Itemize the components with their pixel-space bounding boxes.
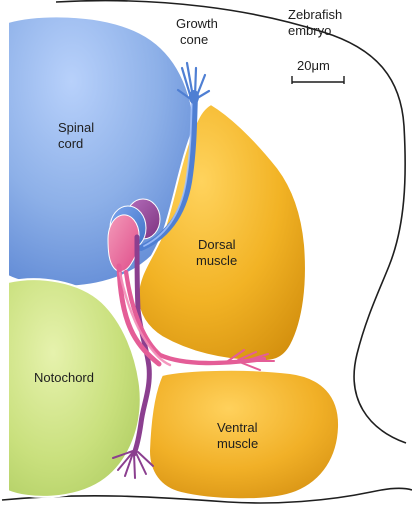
scale-bar-label: 20μm: [297, 58, 330, 73]
spinal-cord-label-line-1: Spinal: [58, 120, 94, 135]
ventral-muscle-label: Ventral muscle: [217, 420, 261, 451]
dorsal-muscle-label-line-2: muscle: [196, 253, 237, 268]
zebrafish-embryo-label-line-2: embryo: [288, 23, 331, 38]
growth-cone-label-line-2: cone: [180, 32, 208, 47]
notochord: [8, 279, 141, 497]
ventral-muscle-label-line-1: Ventral: [217, 420, 258, 435]
dorsal-muscle-label-line-1: Dorsal: [198, 237, 236, 252]
zebrafish-embryo-label-line-1: Zebrafish: [288, 7, 342, 22]
spinal-cord-label-line-2: cord: [58, 136, 83, 151]
growth-cone-label-line-1: Growth: [176, 16, 218, 31]
zebrafish-embryo-label: Zebrafish embryo: [288, 7, 346, 38]
ventral-muscle-label-line-2: muscle: [217, 436, 258, 451]
scale-bar-line: [292, 76, 344, 84]
dorsal-muscle-label: Dorsal muscle: [196, 237, 239, 268]
notochord-label: Notochord: [34, 370, 94, 385]
growth-cone-label: Growth cone: [176, 16, 222, 47]
